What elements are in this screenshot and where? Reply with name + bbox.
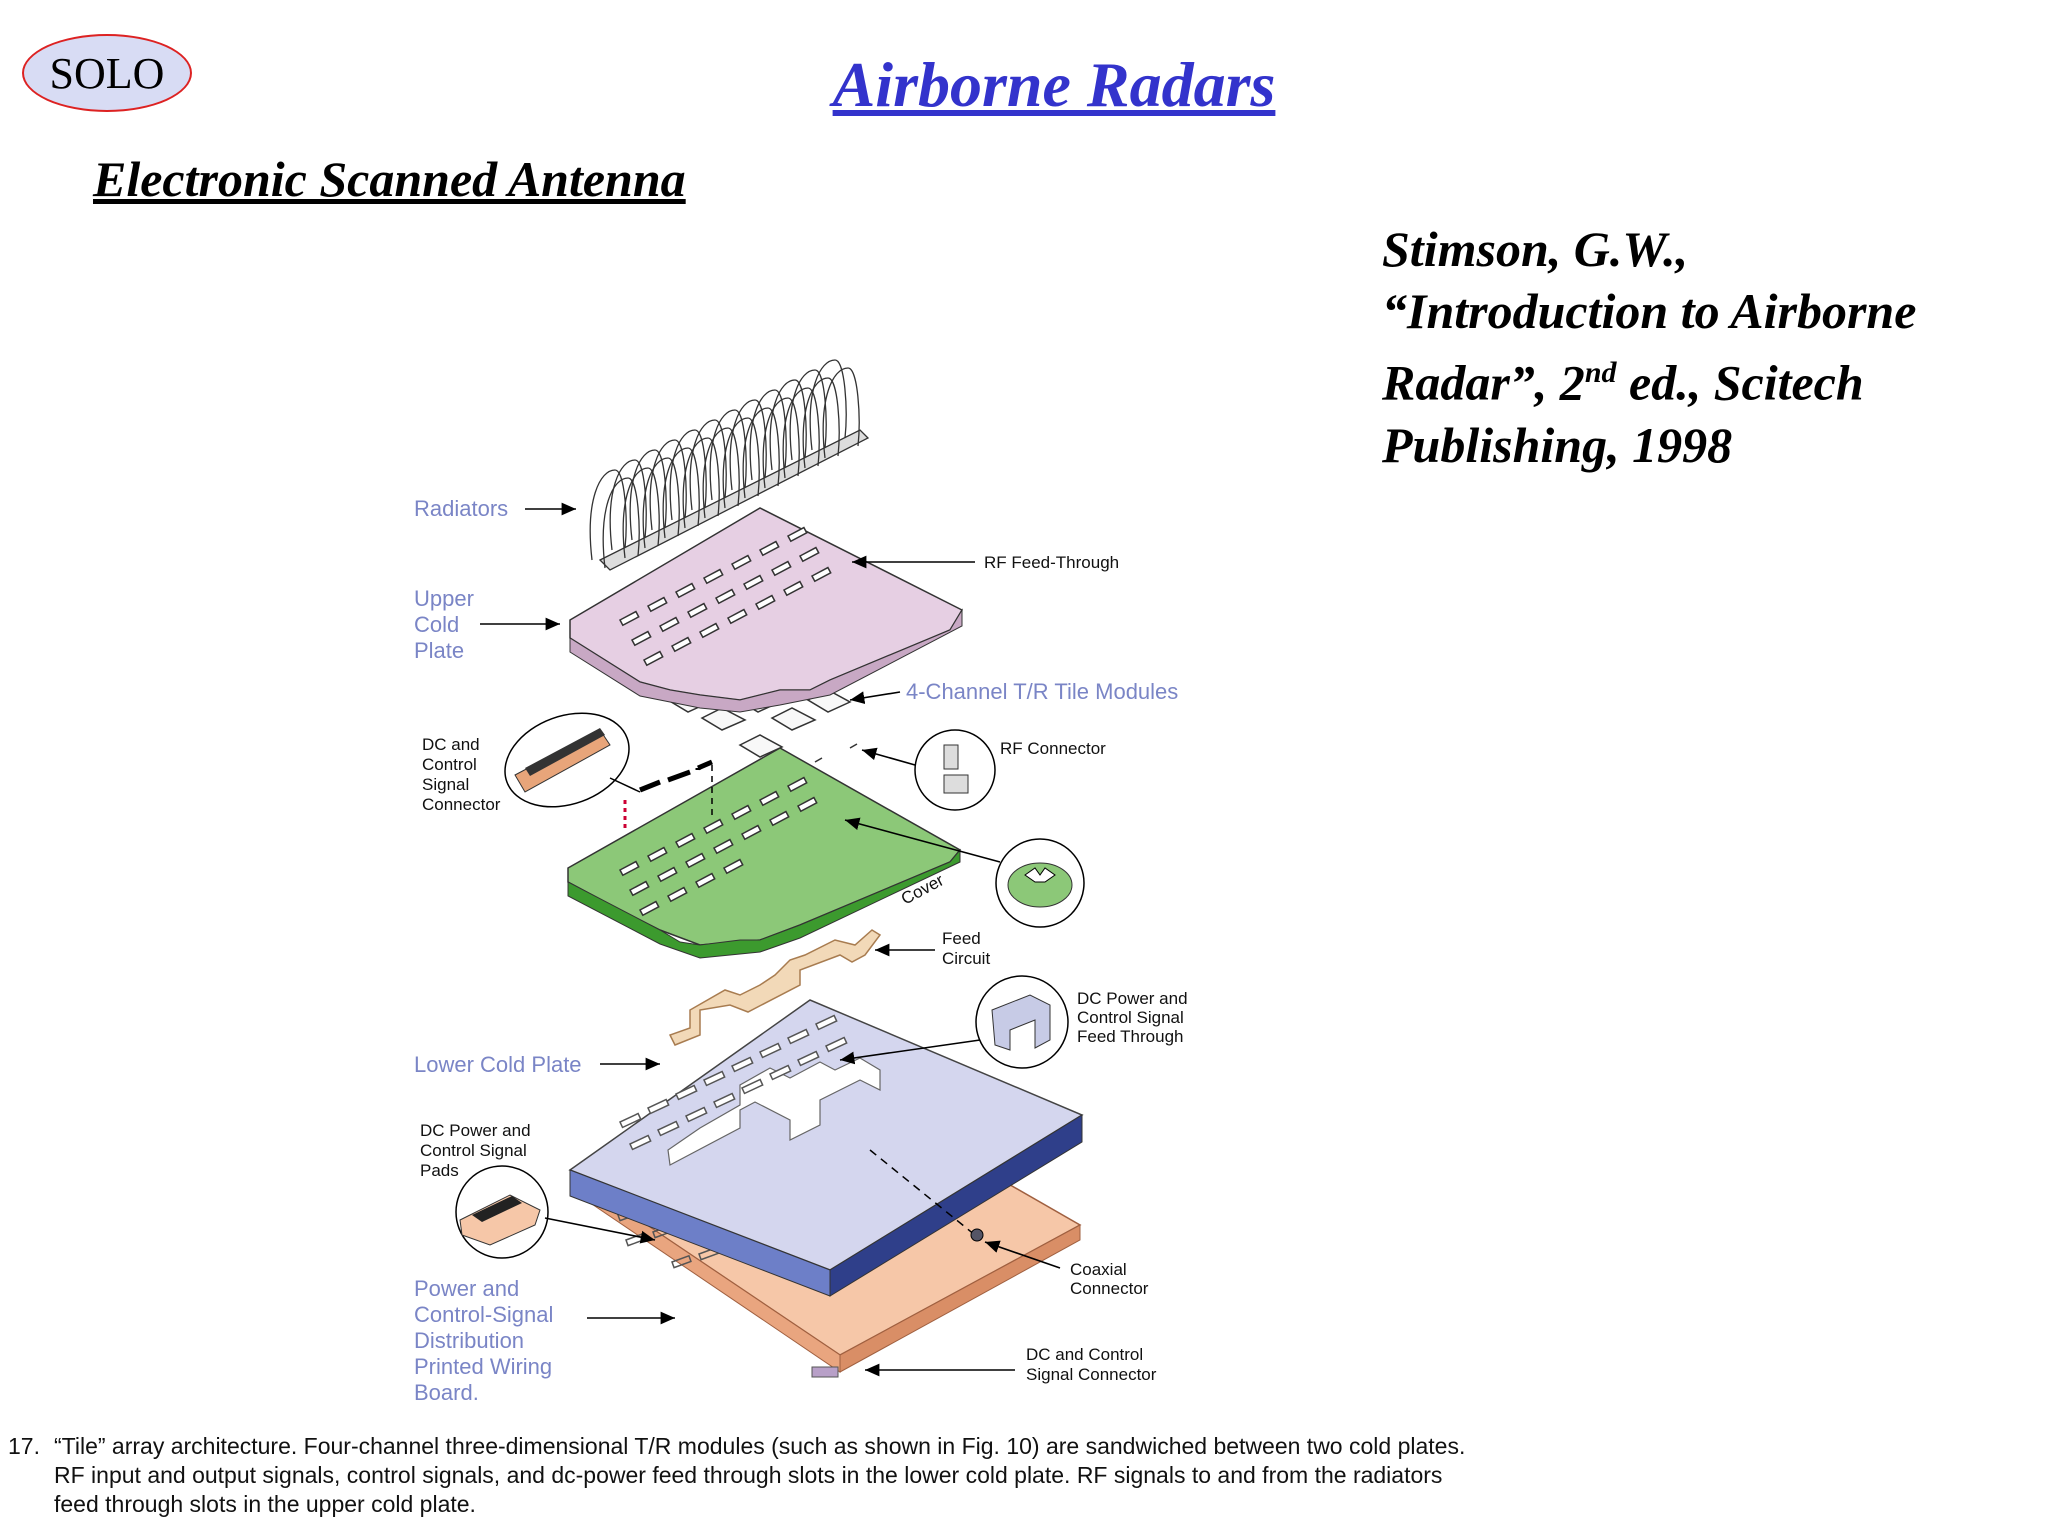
label-dcft-1: DC Power and — [1077, 989, 1188, 1008]
reference-superscript: nd — [1584, 356, 1617, 389]
label-pwr-5: Board. — [414, 1380, 479, 1405]
label-coax-2: Connector — [1070, 1279, 1149, 1298]
label-lower-cold-plate: Lower Cold Plate — [414, 1052, 582, 1077]
arrow-coax — [984, 1240, 1061, 1269]
reference-line-3: Radar”, 2nd ed., Scitech — [1382, 342, 2022, 414]
label-upper-3: Plate — [414, 638, 464, 663]
solo-logo-text: SOLO — [49, 48, 165, 98]
reference-line-2: “Introduction to Airborne — [1382, 283, 1917, 339]
cover-plate: Cover — [567, 747, 962, 959]
arrow-tile-modules — [849, 691, 901, 705]
label-feed-1: Feed — [942, 929, 981, 948]
dc-connector-strip — [639, 759, 713, 793]
label-coax-1: Coaxial — [1070, 1260, 1127, 1279]
dc-connector-callout — [504, 712, 641, 808]
label-pwr-2: Control-Signal — [414, 1302, 553, 1327]
label-dc-conn-4: Connector — [422, 795, 501, 814]
arrow-pads — [544, 1217, 656, 1244]
figure-caption: 17. “Tile” array architecture. Four-chann… — [8, 1432, 1568, 1519]
reference-line-3a: Radar”, 2 — [1382, 354, 1585, 411]
label-dc-conn-1: DC and — [422, 735, 480, 754]
reference-line-3b: ed., Scitech — [1616, 354, 1864, 411]
reference-line-4: Publishing, 1998 — [1382, 416, 1733, 473]
pads-callout — [455, 1165, 549, 1259]
arrow-cover-detail — [844, 817, 1001, 863]
label-dcft-3: Feed Through — [1077, 1027, 1183, 1046]
label-pwr-4: Printed Wiring — [414, 1354, 552, 1379]
reference-line-1: Stimson, G.W., — [1382, 221, 1689, 277]
label-dc-conn-2: Control — [422, 755, 477, 774]
caption-line-2: RF input and output signals, control sig… — [54, 1462, 1443, 1488]
label-feed-2: Circuit — [942, 949, 990, 968]
rf-connector-callout — [914, 729, 996, 811]
label-upper-1: Upper — [414, 586, 474, 611]
label-pwr-3: Distribution — [414, 1328, 524, 1353]
page-title: Airborne Radars — [832, 49, 1276, 120]
cover-detail-callout — [995, 838, 1085, 928]
arrow-dc-feedthrough — [839, 1039, 981, 1065]
label-dcsig-2: Signal Connector — [1026, 1365, 1157, 1384]
upper-cold-plate — [569, 507, 964, 713]
feed-circuit — [668, 929, 882, 1046]
solo-logo: SOLO — [22, 34, 192, 112]
caption-line-1: “Tile” array architecture. Four-channel … — [54, 1433, 1466, 1459]
caption-line-3: feed through slots in the upper cold pla… — [54, 1491, 476, 1517]
label-dcft-2: Control Signal — [1077, 1008, 1184, 1027]
label-pads-1: DC Power and — [420, 1121, 531, 1140]
radiator-array — [589, 359, 870, 571]
lower-cold-plate — [568, 999, 1084, 1297]
label-radiators: Radiators — [414, 496, 508, 521]
label-dcsig-1: DC and Control — [1026, 1345, 1143, 1364]
label-pads-3: Pads — [420, 1161, 459, 1180]
label-dc-conn-3: Signal — [422, 775, 469, 794]
label-upper-2: Cold — [414, 612, 459, 637]
label-tile-modules: 4-Channel T/R Tile Modules — [906, 679, 1178, 704]
label-rf-feed: RF Feed-Through — [984, 553, 1119, 572]
page-subtitle: Electronic Scanned Antenna — [93, 151, 686, 207]
caption-number: 17. — [8, 1433, 40, 1459]
reference-citation: Stimson, G.W., “Introduction to Airborne… — [1382, 218, 2022, 476]
arrow-rf-connector — [861, 747, 916, 766]
label-pads-2: Control Signal — [420, 1141, 527, 1160]
label-pwr-1: Power and — [414, 1276, 519, 1301]
dc-feedthrough-callout — [975, 975, 1069, 1069]
label-rf-connector: RF Connector — [1000, 739, 1106, 758]
